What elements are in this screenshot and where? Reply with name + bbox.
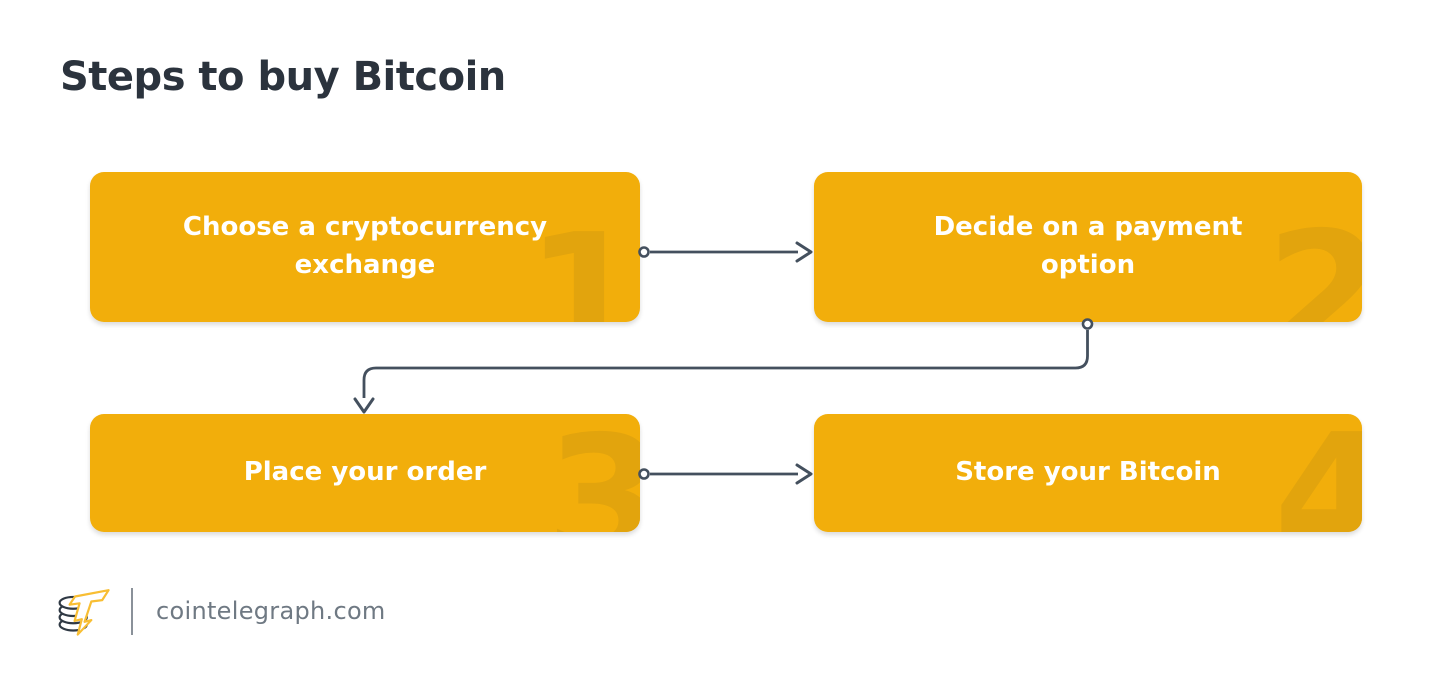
footer-branding: cointelegraph.com bbox=[56, 582, 386, 640]
step-number-3: 3 bbox=[545, 414, 640, 532]
cointelegraph-logo bbox=[58, 589, 110, 636]
connector-dot-icon bbox=[638, 468, 650, 480]
arrow-step2-to-step3 bbox=[353, 318, 1094, 414]
arrow-step1-to-step2 bbox=[638, 241, 813, 263]
connector-dot-icon bbox=[638, 246, 650, 258]
arrow-right-icon bbox=[795, 241, 813, 263]
lightning-bolt-icon bbox=[68, 589, 110, 636]
step-label-4: Store your Bitcoin bbox=[955, 457, 1221, 488]
footer-site-text: cointelegraph.com bbox=[156, 597, 386, 625]
arrow-right-icon bbox=[795, 463, 813, 485]
step-box-3: 3 Place your order bbox=[90, 414, 640, 532]
footer-divider bbox=[131, 587, 133, 635]
step-label-1: Choose a cryptocurrency exchange bbox=[182, 212, 548, 280]
step-label-2: Decide on a payment option bbox=[933, 212, 1243, 280]
page-title: Steps to buy Bitcoin bbox=[60, 54, 506, 100]
step-box-4: 4 Store your Bitcoin bbox=[814, 414, 1362, 532]
step-box-2: 2 Decide on a payment option bbox=[814, 172, 1362, 322]
step-number-4: 4 bbox=[1273, 414, 1362, 532]
arrow-down-icon bbox=[353, 397, 375, 414]
arrow-step3-to-step4 bbox=[638, 463, 813, 485]
step-box-1: 1 Choose a cryptocurrency exchange bbox=[90, 172, 640, 322]
step-label-3: Place your order bbox=[243, 457, 487, 488]
